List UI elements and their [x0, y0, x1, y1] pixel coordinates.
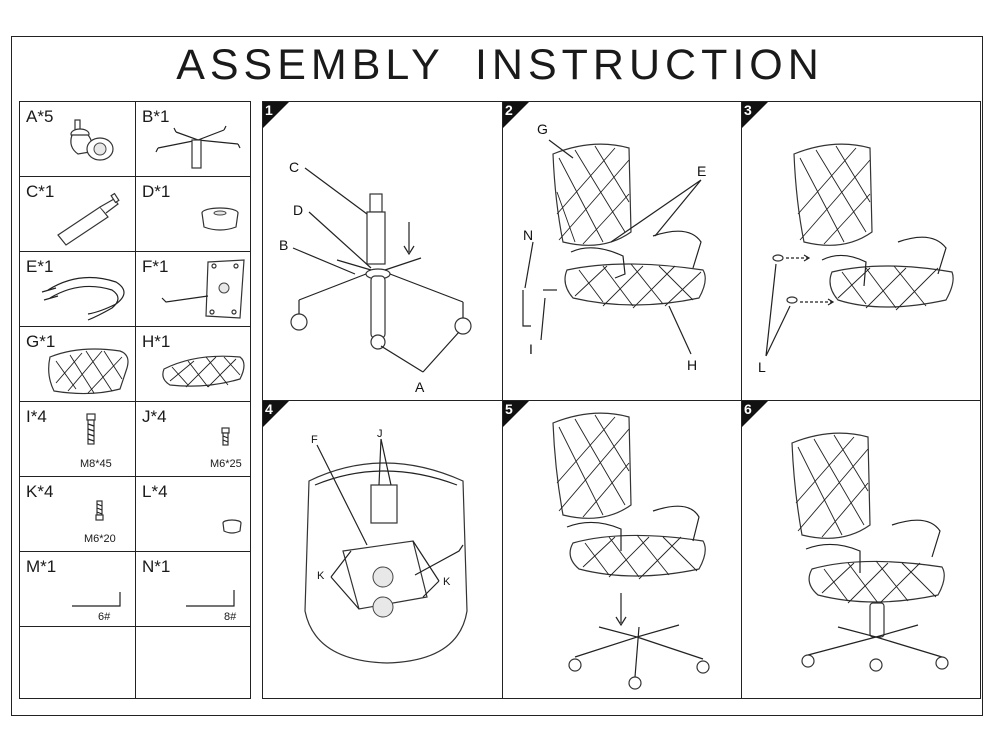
- part-label: E*1: [26, 257, 54, 276]
- part-label: B*1: [142, 107, 170, 126]
- page-frame: [11, 36, 983, 716]
- callout-a: A: [415, 379, 425, 395]
- part-caption: M6*25: [210, 458, 242, 470]
- part-label: G*1: [26, 332, 56, 351]
- step-2: 2 G E N I H: [503, 102, 742, 401]
- armrest-icon: [41, 276, 125, 321]
- part-label: J*4: [142, 407, 167, 426]
- step-badge: [742, 102, 768, 128]
- step-number: 3: [744, 102, 752, 118]
- callout-l: L: [758, 359, 766, 375]
- part-caption: 8#: [224, 611, 237, 623]
- seat-icon: [162, 355, 245, 388]
- part-label: L*4: [142, 482, 168, 501]
- callout-h: H: [687, 357, 697, 373]
- step-6: 6: [742, 401, 980, 698]
- backrest-icon: [48, 348, 129, 395]
- part-cell-empty: [136, 627, 250, 698]
- callout-e: E: [697, 163, 706, 179]
- bolt-icon: [86, 413, 96, 445]
- caster-wheel-icon: [70, 119, 114, 161]
- callout-j: J: [377, 428, 383, 440]
- bolt-icon: [95, 500, 104, 521]
- gas-lift-icon: [57, 192, 120, 246]
- callout-k: K: [443, 576, 451, 588]
- part-cell-j: J*4 M6*25: [136, 402, 250, 477]
- part-cell-n: N*1 8#: [136, 552, 250, 627]
- part-label: F*1: [142, 257, 169, 276]
- callout-c: C: [289, 159, 299, 175]
- part-cell-c: C*1: [20, 177, 136, 252]
- step-number: 2: [505, 102, 513, 118]
- step-badge: [263, 102, 289, 128]
- part-cell-empty: [20, 627, 136, 698]
- step-5-illustration: [552, 412, 710, 690]
- part-caption: 6#: [98, 611, 111, 623]
- step-4-illustration: J F K K: [304, 428, 468, 664]
- part-label: D*1: [142, 182, 171, 201]
- step-badge: [503, 401, 529, 427]
- part-label: I*4: [26, 407, 47, 426]
- step-3-illustration: L: [758, 143, 954, 375]
- callout-g: G: [537, 121, 548, 137]
- part-label: A*5: [26, 107, 54, 126]
- part-cell-h: H*1: [136, 327, 250, 402]
- step-3: 3 L: [742, 102, 980, 401]
- callout-n: N: [523, 227, 533, 243]
- mechanism-icon: [161, 259, 245, 319]
- step-number: 5: [505, 401, 513, 417]
- step-number: 1: [265, 102, 273, 118]
- step-badge: [742, 401, 768, 427]
- hex-key-icon: [72, 592, 121, 607]
- part-cell-m: M*1 6#: [20, 552, 136, 627]
- base-icon: [155, 125, 241, 169]
- part-cell-a: A*5: [20, 102, 136, 177]
- step-number: 4: [265, 401, 273, 417]
- cap-icon: [222, 519, 242, 534]
- part-label: C*1: [26, 182, 55, 201]
- callout-i: I: [529, 341, 533, 357]
- callout-f: F: [311, 434, 318, 446]
- callout-d: D: [293, 202, 303, 218]
- part-cell-d: D*1: [136, 177, 250, 252]
- step-badge: [263, 401, 289, 427]
- step-4: 4 J F K K: [263, 401, 503, 698]
- part-cell-b: B*1: [136, 102, 250, 177]
- parts-list: A*5 B*1 C*1 D*1: [19, 101, 251, 699]
- step-1: 1 C D B A: [263, 102, 503, 401]
- step-6-illustration: [791, 432, 949, 672]
- part-cell-k: K*4 M6*20: [20, 477, 136, 552]
- part-label: H*1: [142, 332, 171, 351]
- callout-k: K: [317, 570, 325, 582]
- part-caption: M6*20: [84, 533, 116, 545]
- page-title: ASSEMBLY INSTRUCTION: [176, 41, 824, 89]
- cover-icon: [201, 207, 239, 231]
- bolt-icon: [221, 427, 230, 446]
- part-cell-g: G*1: [20, 327, 136, 402]
- step-number: 6: [744, 401, 752, 417]
- step-2-illustration: G E N I H: [522, 121, 706, 373]
- step-5: 5: [503, 401, 742, 698]
- part-cell-f: F*1: [136, 252, 250, 327]
- part-cell-e: E*1: [20, 252, 136, 327]
- part-label: K*4: [26, 482, 54, 501]
- part-label: N*1: [142, 557, 171, 576]
- steps-grid: 1 C D B A: [262, 101, 981, 699]
- step-badge: [503, 102, 529, 128]
- part-caption: M8*45: [80, 458, 112, 470]
- part-cell-i: I*4 M8*45: [20, 402, 136, 477]
- step-1-illustration: C D B A: [279, 159, 472, 395]
- part-cell-l: L*4: [136, 477, 250, 552]
- callout-b: B: [279, 237, 288, 253]
- part-label: M*1: [26, 557, 57, 576]
- hex-key-icon: [186, 590, 235, 607]
